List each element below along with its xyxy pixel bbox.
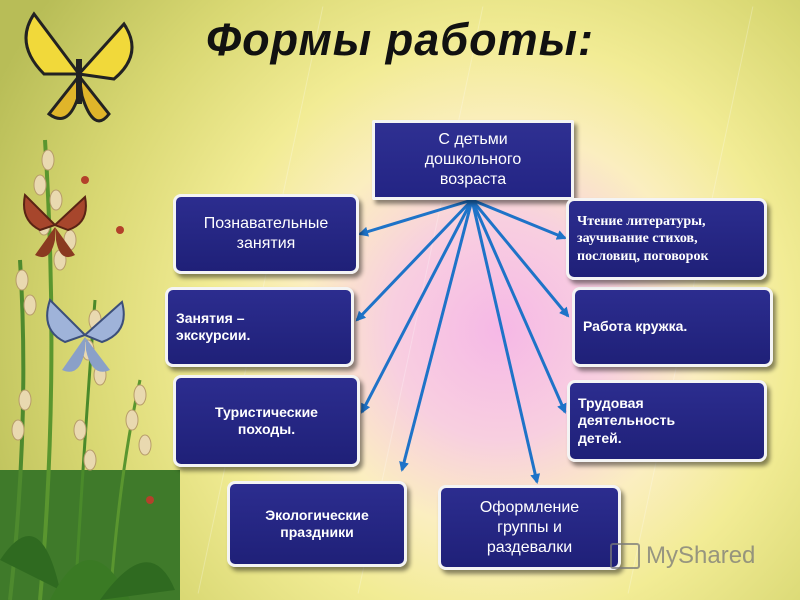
node-cognitive-lessons: Познавательные занятия <box>173 194 359 274</box>
presentation-icon <box>610 543 640 569</box>
node-label: Работа кружка. <box>583 318 688 335</box>
slide-title: Формы работы: <box>205 14 595 65</box>
arrow-to-cognitive <box>358 198 473 237</box>
node-reading-literature: Чтение литературы, заучивание стихов, по… <box>566 198 767 280</box>
watermark: MyShared <box>610 540 755 572</box>
node-label: Познавательные занятия <box>203 215 329 252</box>
node-labor-activity: Трудовая деятельность детей. <box>567 380 767 462</box>
arrow-to-club <box>470 199 570 318</box>
center-node: С детьми дошкольного возраста <box>372 120 574 200</box>
arrow-to-hikes <box>360 199 474 414</box>
butterfly-icon <box>23 192 87 258</box>
butterfly-icon <box>46 298 125 372</box>
arrow-to-excursions <box>355 198 474 322</box>
node-group-decoration: Оформление группы и раздевалки <box>438 485 621 570</box>
arrow-to-reading <box>471 198 567 240</box>
node-excursion-lessons: Занятия – экскурсии. <box>165 287 354 367</box>
center-node-label: С детьми дошкольного возраста <box>424 131 522 188</box>
arrow-to-eco <box>399 199 474 472</box>
node-eco-holidays: Экологические праздники <box>227 481 407 567</box>
node-label: Туристические походы. <box>215 403 318 438</box>
node-label: Чтение литературы, заучивание стихов, по… <box>577 213 709 264</box>
node-label: Трудовая деятельность детей. <box>578 394 676 446</box>
node-label: Экологические праздники <box>265 506 369 541</box>
node-club-work: Работа кружка. <box>572 287 773 367</box>
node-tourist-hikes: Туристические походы. <box>173 375 360 467</box>
butterfly-icon <box>24 11 134 123</box>
arrow-to-decor <box>470 199 541 484</box>
node-label: Оформление группы и раздевалки <box>479 498 580 556</box>
node-label: Занятия – экскурсии. <box>176 309 251 344</box>
watermark-text: MyShared <box>646 542 756 569</box>
arrow-to-labor <box>470 199 567 414</box>
